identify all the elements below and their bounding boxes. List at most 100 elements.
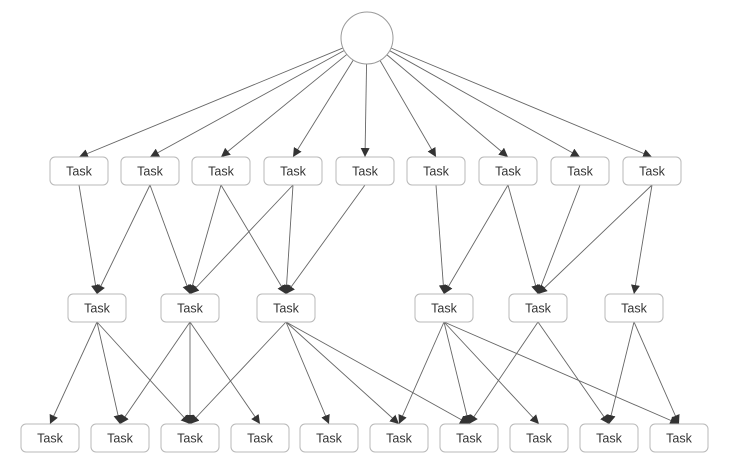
task-node-box [49, 156, 109, 186]
edge-b3-to-c3 [189, 321, 287, 425]
task-node-box [509, 423, 569, 453]
edge-a5-to-b3 [285, 184, 366, 295]
edge-b3-to-c6 [285, 321, 400, 425]
edge-b5-to-c9 [537, 321, 610, 425]
edge-root-to-a5 [360, 63, 370, 158]
task-node-box [120, 156, 180, 186]
task-node-label: Task [386, 432, 412, 446]
edge-a9-to-b6 [631, 184, 653, 295]
task-node-label: Task [37, 432, 63, 446]
task-node-label: Task [666, 432, 692, 446]
task-node[interactable]: Task [406, 156, 466, 186]
edge-b4-to-c8 [443, 321, 540, 425]
task-node[interactable]: Task [649, 423, 709, 453]
edge-a7-to-b4 [443, 184, 509, 295]
task-node[interactable]: Task [90, 423, 150, 453]
edge-a3-to-b3 [220, 184, 287, 295]
task-node-label: Task [137, 165, 163, 179]
task-node-box [604, 293, 664, 323]
edge-root-to-a4 [292, 59, 354, 158]
task-node-label: Task [107, 432, 133, 446]
edge-a2-to-b2 [149, 184, 192, 295]
task-node[interactable]: Task [160, 423, 220, 453]
task-node-box [439, 423, 499, 453]
task-node-label: Task [596, 432, 622, 446]
task-node[interactable]: Task [49, 156, 109, 186]
task-node-label: Task [66, 165, 92, 179]
task-node[interactable]: Task [299, 423, 359, 453]
task-node-box [369, 423, 429, 453]
task-node[interactable]: Task [20, 423, 80, 453]
task-node[interactable]: Task [414, 293, 474, 323]
task-node-label: Task [352, 165, 378, 179]
edge-root-to-a2 [149, 50, 345, 158]
task-node-label: Task [431, 302, 457, 316]
task-node[interactable]: Task [478, 156, 538, 186]
task-node-label: Task [567, 165, 593, 179]
edge-b2-to-c4 [189, 321, 261, 425]
edge-root-to-a3 [220, 54, 348, 158]
edge-root-to-a6 [379, 60, 437, 158]
task-node[interactable]: Task [256, 293, 316, 323]
edge-a8-to-b5 [537, 184, 581, 295]
task-node[interactable]: Task [579, 423, 639, 453]
task-node-label: Task [84, 302, 110, 316]
task-node[interactable]: Task [335, 156, 395, 186]
edge-a9-to-b5 [537, 184, 653, 295]
edge-b6-to-c9 [606, 321, 635, 425]
task-node-box [263, 156, 323, 186]
task-node-box [160, 423, 220, 453]
edge-a2-to-b1 [96, 184, 151, 295]
task-node-box [579, 423, 639, 453]
task-node[interactable]: Task [263, 156, 323, 186]
edge-root-to-a1 [78, 47, 344, 158]
task-node-label: Task [280, 165, 306, 179]
task-node-label: Task [495, 165, 521, 179]
task-node[interactable]: Task [622, 156, 682, 186]
edge-root-to-a7 [386, 54, 509, 158]
task-node[interactable]: Task [439, 423, 499, 453]
task-node-label: Task [639, 165, 665, 179]
task-node-box [20, 423, 80, 453]
task-node[interactable]: Task [67, 293, 127, 323]
task-node-label: Task [316, 432, 342, 446]
task-node-label: Task [526, 432, 552, 446]
task-node-box [299, 423, 359, 453]
edge-b1-to-c2 [96, 321, 123, 425]
task-node[interactable]: Task [191, 156, 251, 186]
edge-a3-to-b2 [188, 184, 222, 295]
task-node-box [414, 293, 474, 323]
task-node-label: Task [177, 432, 203, 446]
task-node-box [335, 156, 395, 186]
root-node[interactable] [340, 11, 394, 65]
task-node-label: Task [247, 432, 273, 446]
task-node[interactable]: Task [604, 293, 664, 323]
task-node-box [90, 423, 150, 453]
task-node-label: Task [456, 432, 482, 446]
task-node-box [406, 156, 466, 186]
task-node-label: Task [423, 165, 449, 179]
edge-b4-to-c6 [398, 321, 445, 425]
edge-root-to-a9 [390, 47, 653, 158]
task-node-box [191, 156, 251, 186]
task-node[interactable]: Task [508, 293, 568, 323]
edge-b1-to-c1 [49, 321, 98, 425]
task-node[interactable]: Task [160, 293, 220, 323]
edge-b5-to-c7 [468, 321, 539, 425]
task-node[interactable]: Task [509, 423, 569, 453]
edge-b6-to-c10 [633, 321, 680, 425]
edge-b4-to-c10 [443, 321, 680, 425]
task-node[interactable]: Task [230, 423, 290, 453]
task-node[interactable]: Task [120, 156, 180, 186]
root-node-circle [340, 11, 394, 65]
task-node[interactable]: Task [550, 156, 610, 186]
task-node[interactable]: Task [369, 423, 429, 453]
task-node-box [622, 156, 682, 186]
task-node-box [256, 293, 316, 323]
edge-a1-to-b1 [78, 184, 100, 295]
edge-b2-to-c2 [119, 321, 191, 425]
edge-b4-to-c7 [443, 321, 472, 425]
task-node-box [649, 423, 709, 453]
task-node-box [67, 293, 127, 323]
